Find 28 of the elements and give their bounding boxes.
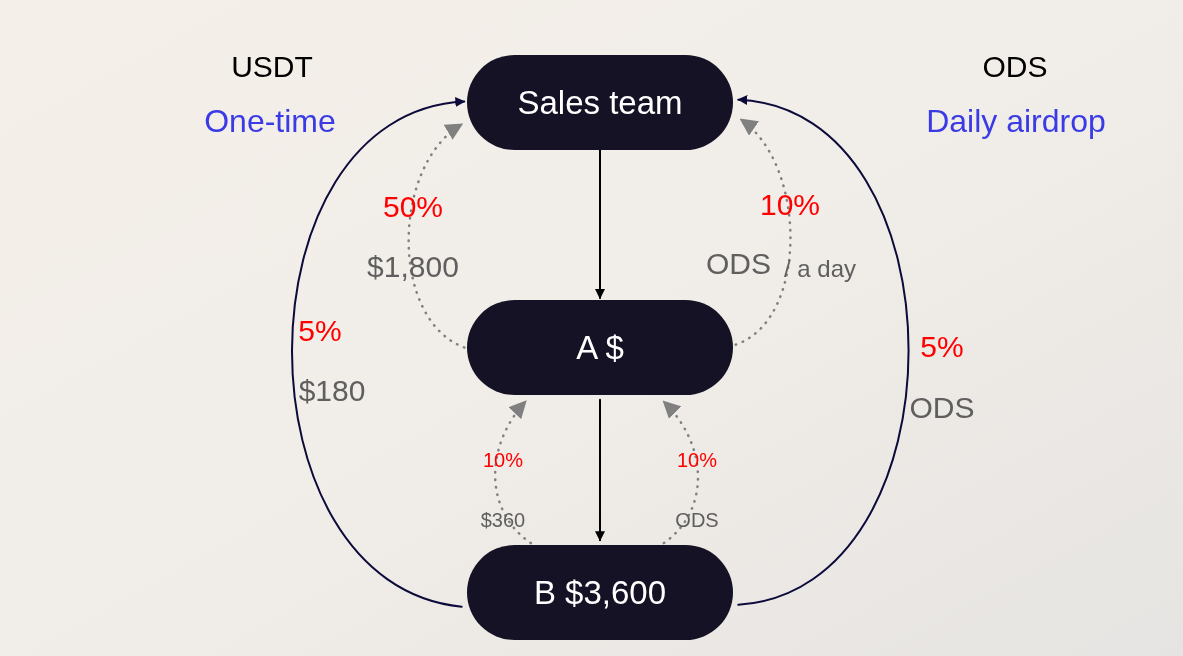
arrow [662, 400, 700, 545]
arrow [737, 96, 910, 606]
amount-label: ODS [675, 510, 719, 530]
payout-label: One-time [204, 105, 336, 137]
amount-label: $180 [298, 376, 366, 406]
currency-label: ODS [982, 52, 1048, 82]
amount-label: $1,800 [367, 252, 459, 282]
percentage-label: 10% [677, 450, 717, 470]
pill-node: Sales team [467, 55, 733, 150]
percentage-label: 10% [483, 450, 523, 470]
amount-label: / a day [784, 257, 857, 281]
arrow [595, 149, 605, 300]
arrow [493, 400, 533, 545]
amount-label: $360 [480, 510, 526, 530]
percentage-label: 10% [760, 190, 820, 220]
pill-node: A $ [467, 300, 733, 395]
arrow [595, 398, 605, 542]
percentage-label: 50% [383, 192, 443, 222]
pill-node: B $3,600 [467, 545, 733, 640]
amount-label: ODS [706, 249, 771, 279]
payout-label: Daily airdrop [926, 105, 1106, 137]
arrow [734, 118, 792, 346]
arrow [407, 123, 466, 349]
currency-label: USDT [231, 52, 313, 82]
percentage-label: 5% [298, 316, 342, 346]
amount-label: ODS [909, 393, 975, 423]
arrow [291, 98, 466, 608]
percentage-label: 5% [920, 332, 964, 362]
